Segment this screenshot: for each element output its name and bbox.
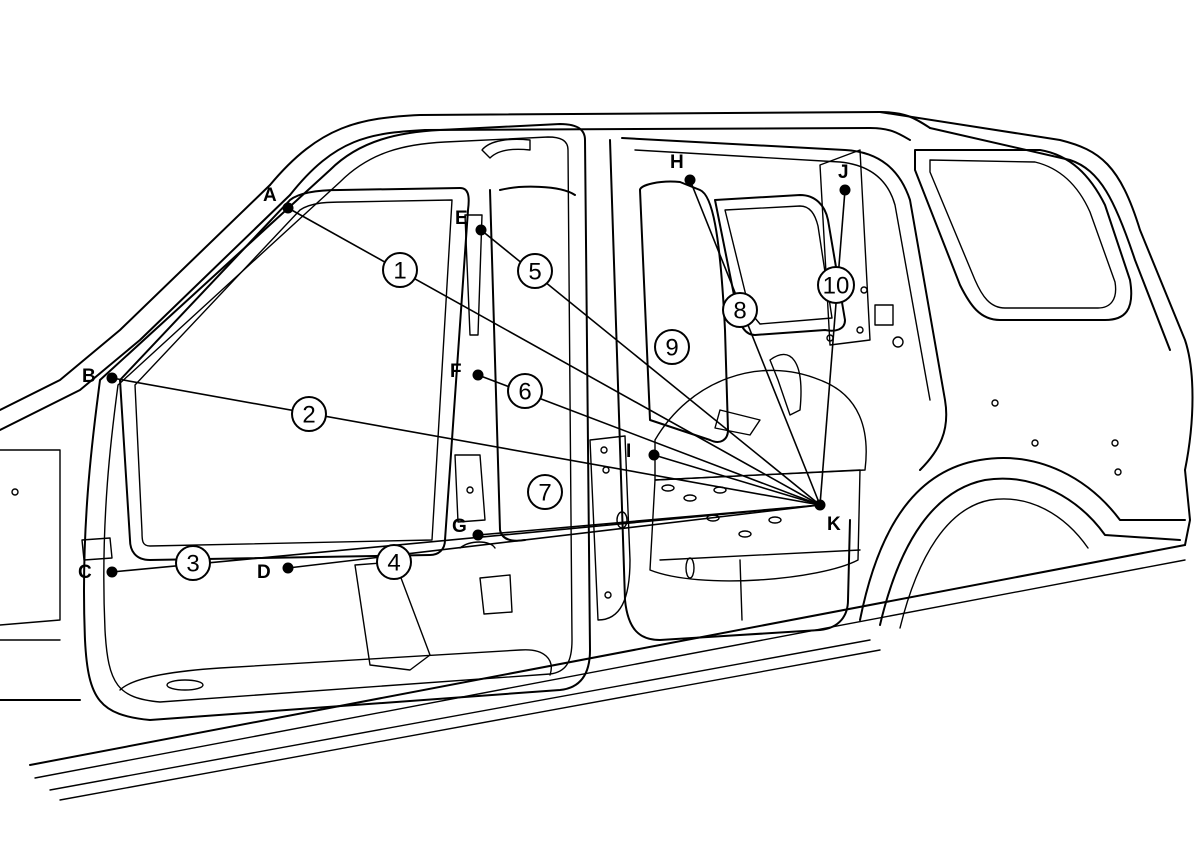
- callout-circle-1: [382, 252, 418, 288]
- callout-number-8: 8: [733, 298, 746, 325]
- measurement-callouts: 1 2 3 4 5 6 7 8 9 10: [175, 252, 855, 581]
- point-f: F: [450, 361, 484, 382]
- point-g: G: [452, 516, 484, 541]
- measure-line-g-k: [477, 504, 821, 536]
- callout-9: 9: [654, 329, 690, 365]
- callout-circle-4: [376, 544, 412, 580]
- point-dot-d: [282, 562, 294, 574]
- point-label-c: C: [78, 562, 92, 583]
- measure-line-c-k: [111, 504, 821, 573]
- callout-circle-6: [507, 373, 543, 409]
- point-d: D: [257, 562, 294, 583]
- point-label-d: D: [257, 562, 271, 583]
- measure-line-a-k: [287, 207, 821, 506]
- point-dot-h: [684, 174, 696, 186]
- callout-2: 2: [291, 396, 327, 432]
- reference-points: A B C D E F G H I J K: [78, 152, 851, 583]
- point-dot-i: [648, 449, 660, 461]
- point-dot-c: [106, 566, 118, 578]
- point-b: B: [82, 366, 118, 387]
- point-label-a: A: [263, 185, 277, 206]
- callout-circle-7: [527, 474, 563, 510]
- point-e: E: [455, 208, 487, 236]
- measure-line-h-k: [689, 179, 821, 506]
- callout-number-1: 1: [393, 258, 406, 285]
- callout-4: 4: [376, 544, 412, 580]
- callout-circle-3: [175, 545, 211, 581]
- callout-8: 8: [722, 292, 758, 328]
- callout-number-10: 10: [823, 273, 850, 300]
- callout-7: 7: [527, 474, 563, 510]
- callout-circle-5: [517, 253, 553, 289]
- point-label-i: I: [626, 441, 631, 462]
- point-dot-j: [839, 184, 851, 196]
- point-label-h: H: [670, 152, 684, 173]
- point-label-e: E: [455, 208, 468, 229]
- callout-10: 10: [817, 266, 855, 304]
- callout-number-5: 5: [528, 259, 541, 286]
- measure-line-b-k: [111, 377, 821, 506]
- point-j: J: [838, 162, 851, 196]
- point-label-j: J: [838, 162, 849, 183]
- callout-number-4: 4: [387, 550, 400, 577]
- measure-line-j-k: [819, 189, 846, 506]
- callout-number-9: 9: [665, 335, 678, 362]
- callout-number-2: 2: [302, 402, 315, 429]
- point-label-f: F: [450, 361, 462, 382]
- point-dot-k: [814, 499, 826, 511]
- callout-6: 6: [507, 373, 543, 409]
- measure-line-i-k: [653, 454, 821, 506]
- callout-circle-9: [654, 329, 690, 365]
- callout-number-3: 3: [186, 551, 199, 578]
- callout-5: 5: [517, 253, 553, 289]
- callout-1: 1: [382, 252, 418, 288]
- point-h: H: [670, 152, 696, 186]
- point-i: I: [626, 441, 660, 462]
- point-c: C: [78, 562, 118, 583]
- callout-circle-10: [817, 266, 855, 304]
- point-dot-a: [282, 202, 294, 214]
- point-dot-b: [106, 372, 118, 384]
- point-dot-g: [472, 529, 484, 541]
- callout-circle-8: [722, 292, 758, 328]
- point-a: A: [263, 185, 294, 214]
- car-body-outline: [0, 111, 1194, 801]
- measurement-lines: [111, 179, 846, 573]
- callout-3: 3: [175, 545, 211, 581]
- point-dot-f: [472, 369, 484, 381]
- point-label-k: K: [827, 514, 841, 535]
- point-dot-e: [475, 224, 487, 236]
- callout-number-7: 7: [538, 480, 551, 507]
- point-k: K: [814, 499, 841, 535]
- callout-number-6: 6: [518, 379, 531, 406]
- point-label-g: G: [452, 516, 467, 537]
- point-label-b: B: [82, 366, 96, 387]
- callout-circle-2: [291, 396, 327, 432]
